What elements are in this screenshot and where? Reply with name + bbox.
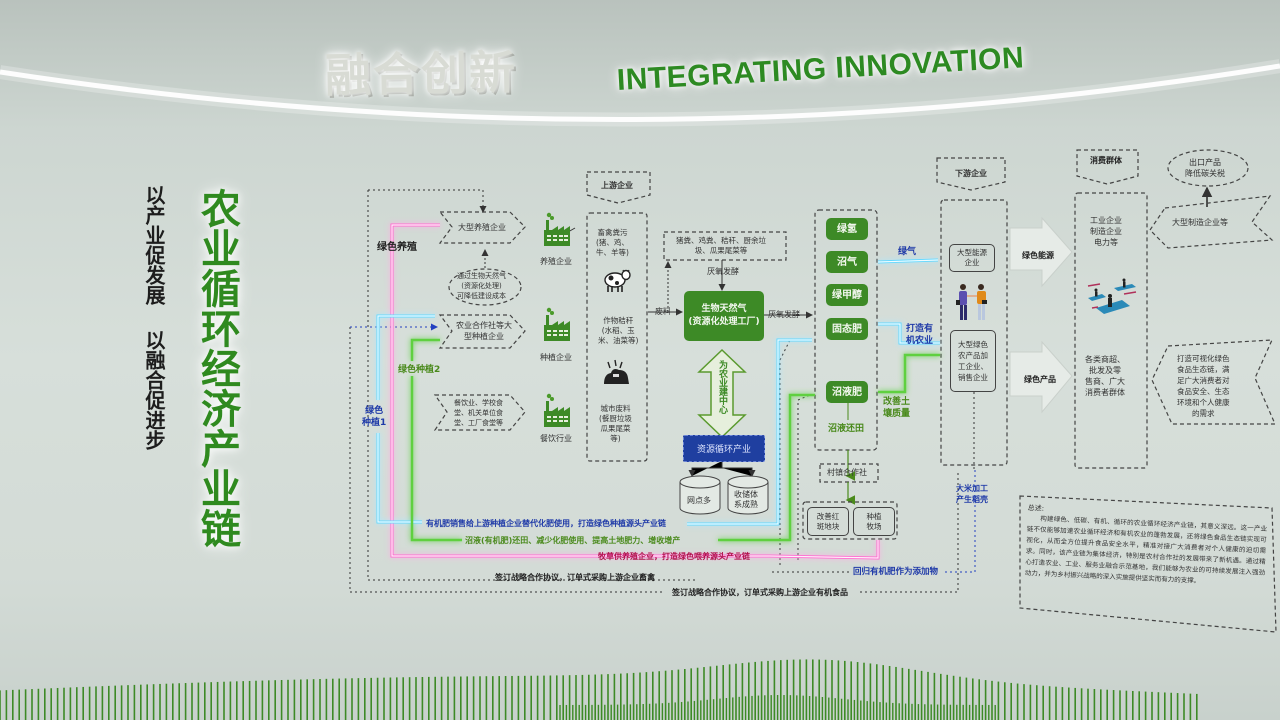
resource-industry-box: 资源循环产业 (683, 435, 765, 462)
cow-icon (602, 264, 632, 294)
product-green-hydrogen: 绿氢 (826, 218, 868, 240)
downstream-processing-co: 大型绿色 农产品加 工企业、 销售企业 (950, 330, 996, 392)
downstream-energy-co: 大型能源 企业 (949, 244, 995, 272)
product-biogas: 沼气 (826, 251, 868, 273)
upstream-header-shape (586, 171, 651, 204)
label-green-planting-1: 绿色 种植1 (362, 406, 387, 428)
db-label-2: 收储体 系成熟 (734, 490, 758, 509)
flow-organic-fertilizer-sale: 有机肥销售给上游种植企业替代化肥使用，打造绿色种植源头产业链 (426, 519, 666, 528)
arrow-label-product: 绿色产品 (1024, 375, 1056, 384)
biogas-note-bubble (448, 268, 522, 306)
feedstock-box-text: 猪粪、鸡粪、秸秆、厨余垃 圾、瓜果尾菜等 (676, 236, 766, 255)
product-green-methanol: 绿甲醇 (826, 284, 868, 306)
consumer-header: 消费群体 (1090, 156, 1122, 165)
consumer-export: 出口产品 降低碳关税 (1185, 158, 1225, 178)
export-bubble (1167, 149, 1249, 187)
village-coop-box (819, 463, 879, 483)
label-green-planting-2: 绿色种植2 (398, 365, 441, 375)
chevron-manufacturing (1149, 195, 1274, 249)
upstream-livestock: 畜禽粪污 (猪、鸡、 牛、羊等) (596, 228, 629, 257)
upstream-box (586, 212, 648, 462)
factory-icon (541, 212, 571, 246)
village-coop: 村镇合作社 (827, 468, 867, 477)
summary-block: 总述: 构建绿色、低碳、有机、循环的农业循环经济产业链，其意义深远。这一产业链不… (1025, 503, 1268, 590)
database-icon-1 (679, 475, 721, 515)
flow-return-additive: 回归有机肥作为添加物 (853, 567, 939, 577)
village-plot-1: 改善红 斑地块 (807, 507, 849, 536)
chevron-coop (438, 314, 526, 349)
slogan-col-1: 以产业促发展 (142, 185, 166, 305)
village-plot-2: 种植 牧场 (853, 507, 895, 536)
main-title: 农业循环经济产业链 (194, 188, 240, 548)
waste-label: 废料 (655, 307, 671, 316)
industry-label-breeding: 养殖企业 (540, 257, 572, 266)
product-liquid-fertilizer: 沼液肥 (826, 381, 868, 403)
flow-agreement-livestock: 签订战略合作协议，订单式采购上游企业畜禽 (495, 573, 655, 582)
waste-pile-icon (601, 356, 631, 386)
consumer-food-chain: 打造可视化绿色 食品生态链，满 足广大消费者对 食品安全、生态 环境和个人健康 … (1177, 354, 1230, 418)
feedstock-box (663, 231, 787, 261)
db-label-1: 网点多 (687, 496, 711, 505)
neon-line-green (410, 338, 440, 361)
neon-line-blue (376, 314, 435, 400)
label-organic-agri: 打造有 机农业 (906, 324, 934, 346)
input-large-breeding: 大型养殖企业 (458, 223, 506, 232)
label-green-breeding: 绿色养殖 (377, 242, 417, 253)
label-green-gas: 绿气 (898, 247, 917, 257)
database-icon-2 (727, 475, 769, 515)
biogas-plant-box: 生物天然气 (资源化处理工厂) (684, 291, 764, 341)
decorative-wave-bars (0, 659, 1198, 720)
anaerobic-label-1: 厌氧发酵 (707, 267, 739, 276)
consumer-manufacturing: 大型制造企业等 (1172, 218, 1228, 227)
downstream-header-shape (936, 157, 1006, 191)
downstream-header: 下游企业 (955, 169, 987, 178)
industry-label-planting: 种植企业 (540, 353, 572, 362)
upstream-urban: 城市废料 (餐厨垃圾 瓜果尾菜 等) (599, 404, 632, 443)
arrow-label-energy: 绿色能源 (1022, 251, 1054, 260)
slogan-col-2: 以融合促进步 (142, 330, 166, 450)
header-band (0, 0, 1280, 140)
factory-icon (541, 393, 571, 427)
industry-label-catering: 餐饮行业 (540, 434, 572, 443)
consumer-industrial: 工业企业 制造企业 电力等 (1090, 216, 1122, 247)
label-improve-soil: 改善土 壤质量 (883, 397, 911, 419)
header-arc (0, 59, 1280, 127)
consumer-header-shape (1076, 149, 1139, 185)
handshake-people-icon (952, 282, 994, 322)
upstream-header: 上游企业 (601, 181, 633, 190)
flow-agreement-food: 签订战略合作协议，订单式采购上游企业有机食品 (672, 588, 848, 597)
arrow-green-energy (1009, 216, 1073, 288)
downstream-column (940, 199, 1008, 466)
business-people-icon (1086, 278, 1138, 316)
flow-biogas-slurry: 沼液(有机肥)还田、减少化肥使用、提高土地肥力、增收增产 (465, 536, 681, 545)
village-plots-frame (802, 501, 898, 540)
chevron-large-breeding (438, 211, 526, 244)
chevron-catering (433, 394, 526, 431)
input-catering: 餐饮业、学校食 堂、机关单位食 堂、工厂食堂等 (454, 399, 503, 427)
dotted-frame-outer-2 (349, 327, 665, 593)
dotted-frame-outer (367, 190, 695, 581)
products-column (814, 209, 878, 451)
flow-forage: 牧草供养殖企业，打造绿色喂养源头产业链 (598, 552, 750, 561)
summary-frame (1019, 495, 1277, 633)
consumer-column (1074, 192, 1148, 469)
consumer-retail: 各类商超、 批发及零 售商、广大 消费者群体 (1085, 355, 1125, 397)
summary-body: 构建绿色、低碳、有机、循环的农业循环经济产业链，其意义深远。这一产业链不仅能够加… (1024, 514, 1268, 585)
arrow-green-product (1009, 340, 1073, 414)
input-coop-planting: 农业合作社等大 型种植企业 (456, 321, 512, 341)
product-solid-fertilizer: 固态肥 (826, 318, 868, 340)
factory-icon (541, 307, 571, 341)
label-return-field: 沼液还田 (828, 424, 865, 434)
input-biogas-note: 通过生物天然气 (资源化处理) 可降低建设成本 (457, 272, 506, 300)
label-rice-husk: 大米加工 产生稻壳 (956, 484, 988, 504)
anaerobic-label-2: 厌氧发酵 (768, 310, 800, 319)
upstream-straw: 作物秸秆 (水稻、玉 米、油菜等) (598, 316, 639, 345)
center-label: 为农业建中心 (717, 360, 727, 414)
